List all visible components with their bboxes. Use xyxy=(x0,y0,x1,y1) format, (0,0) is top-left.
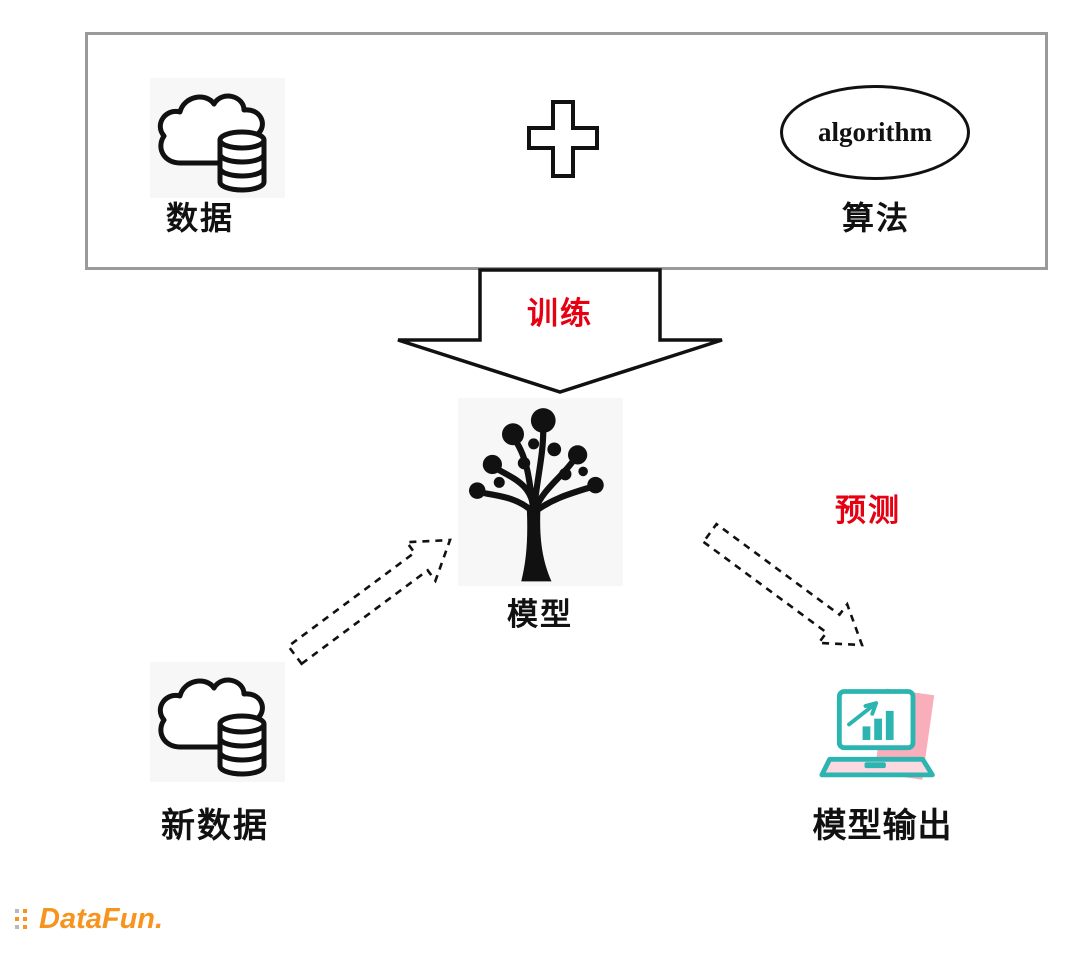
predict-dashed-arrow xyxy=(701,522,864,647)
train-block-arrow xyxy=(397,268,723,394)
new-data-cloud-database-icon xyxy=(150,662,285,782)
model-label: 模型 xyxy=(507,597,573,632)
train-label: 训练 xyxy=(527,296,593,331)
algorithm-ellipse: algorithm xyxy=(780,85,970,180)
datafun-logo: DataFun. xyxy=(14,897,163,941)
laptop-chart-icon xyxy=(819,688,935,780)
algorithm-label: 算法 xyxy=(841,200,910,236)
dots-grid-icon xyxy=(15,909,27,929)
new-data-label: 新数据 xyxy=(161,808,269,845)
logo-text: DataFun. xyxy=(39,902,164,935)
plus-icon xyxy=(527,100,599,178)
cloud-database-icon xyxy=(150,78,285,198)
predict-label: 预测 xyxy=(835,493,901,528)
data-label: 数据 xyxy=(165,200,234,236)
output-label: 模型输出 xyxy=(812,808,953,845)
algorithm-text: algorithm xyxy=(818,117,932,147)
new-data-dashed-arrow xyxy=(286,538,452,666)
tree-icon xyxy=(458,398,623,586)
